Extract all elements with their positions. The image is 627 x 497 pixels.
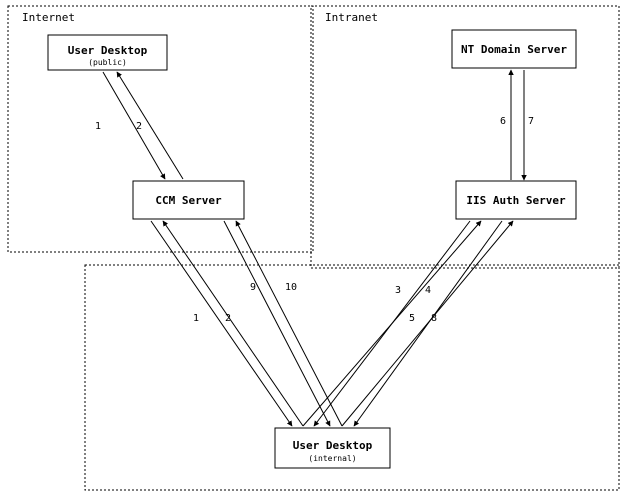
node-user-desktop-internal-subtitle: (internal) xyxy=(308,454,356,463)
edge-label-4: 4 xyxy=(425,285,431,296)
zone-internal-lan-border xyxy=(84,264,620,491)
flow-line-8 xyxy=(341,220,514,427)
node-ccm-server[interactable]: CCM Server xyxy=(132,180,245,220)
flow-line-1-public xyxy=(102,71,166,180)
edge-label-2-public: 2 xyxy=(136,121,142,132)
flow-line-10 xyxy=(235,220,343,427)
flow-line-4 xyxy=(302,220,482,427)
flow-group-internal-iis-58 xyxy=(341,220,514,427)
zone-internal-lan xyxy=(84,264,620,491)
edge-label-6: 6 xyxy=(500,116,506,127)
flow-group-internal-ccm-12 xyxy=(150,220,304,427)
node-user-desktop-public-box[interactable] xyxy=(47,34,168,71)
node-nt-domain-server-box[interactable] xyxy=(451,29,577,69)
zone-intranet: Intranet xyxy=(310,5,620,269)
flow-line-2-public xyxy=(116,71,184,180)
node-nt-domain-server-title: NT Domain Server xyxy=(461,43,567,56)
flow-group-internal-iis-34 xyxy=(302,220,482,427)
flow-line-9 xyxy=(223,220,331,427)
zone-internet-border xyxy=(7,5,314,253)
node-user-desktop-internal-title: User Desktop xyxy=(293,439,373,452)
edge-label-1-public: 1 xyxy=(95,121,101,132)
edge-label-9: 9 xyxy=(250,282,256,293)
node-nt-domain-server[interactable]: NT Domain Server xyxy=(451,29,577,69)
node-user-desktop-public-title: User Desktop xyxy=(68,44,148,57)
node-iis-auth-server-box[interactable] xyxy=(455,180,577,220)
node-user-desktop-internal-box[interactable] xyxy=(274,427,391,469)
node-iis-auth-server-title: IIS Auth Server xyxy=(466,194,566,207)
edge-label-7: 7 xyxy=(528,116,534,127)
node-ccm-server-box[interactable] xyxy=(132,180,245,220)
node-user-desktop-internal[interactable]: User Desktop (internal) xyxy=(274,427,391,469)
flow-group-internal-ccm-910 xyxy=(223,220,343,427)
zone-internet-label: Internet xyxy=(22,11,75,24)
edge-label-10: 10 xyxy=(285,282,297,293)
flow-line-2-internal xyxy=(162,220,304,427)
flow-line-1-internal xyxy=(150,220,293,427)
node-ccm-server-title: CCM Server xyxy=(155,194,222,207)
zone-intranet-label: Intranet xyxy=(325,11,378,24)
edge-label-3: 3 xyxy=(395,285,401,296)
edge-label-8: 8 xyxy=(431,313,437,324)
zone-internet: Internet xyxy=(7,5,314,253)
node-user-desktop-public[interactable]: User Desktop (public) xyxy=(47,34,168,71)
flow-group-public-ccm xyxy=(102,71,184,180)
flow-group-iis-nt xyxy=(508,69,527,181)
node-user-desktop-public-subtitle: (public) xyxy=(88,58,127,67)
edge-label-5: 5 xyxy=(409,313,415,324)
zone-intranet-border xyxy=(310,5,620,269)
edge-label-1-internal: 1 xyxy=(193,313,199,324)
node-iis-auth-server[interactable]: IIS Auth Server xyxy=(455,180,577,220)
edge-labels: 1 2 1 2 3 4 5 6 7 8 9 10 xyxy=(95,116,534,324)
edge-label-2-internal: 2 xyxy=(225,313,231,324)
